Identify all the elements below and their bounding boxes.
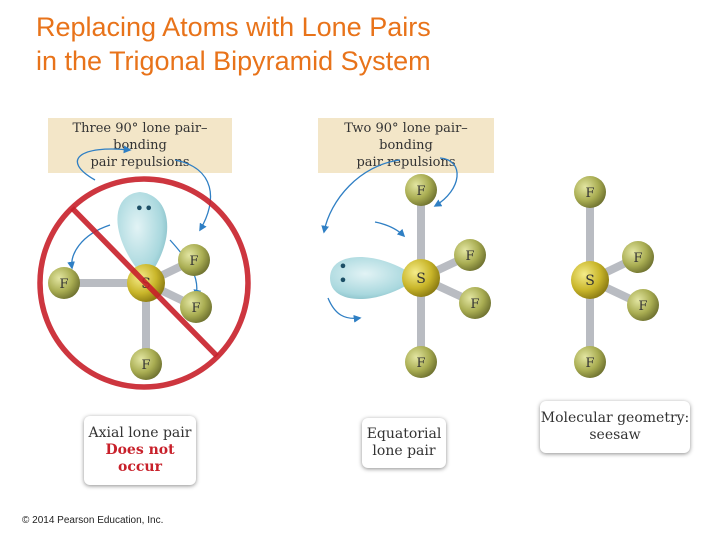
- axial-caption-line-1: Axial lone pair: [88, 425, 192, 441]
- fluorine-atom: [459, 287, 491, 319]
- lone-pair-dots: •: [338, 271, 347, 290]
- sulfur-atom: [571, 261, 609, 299]
- fluorine-atom: [180, 291, 212, 323]
- equatorial-molecule: • • S F F F F: [321, 157, 491, 378]
- fluorine-atom: [622, 241, 654, 273]
- title-line-1: Replacing Atoms with Lone Pairs: [36, 12, 431, 42]
- sulfur-label: S: [585, 273, 595, 289]
- sulfur-label: S: [416, 271, 426, 287]
- repulsion-arrow: [76, 145, 132, 181]
- equatorial-repulsion-tag: Two 90° lone pair–bonding pair repulsion…: [318, 118, 494, 173]
- equatorial-caption-line-1: Equatorial: [366, 426, 442, 442]
- fluorine-label: F: [633, 251, 642, 266]
- sulfur-atom: [402, 259, 440, 297]
- axial-repulsion-tag: Three 90° lone pair–bonding pair repulsi…: [48, 118, 232, 173]
- equatorial-tag-line-2: pair repulsions: [356, 155, 456, 170]
- fluorine-atom: [405, 346, 437, 378]
- equatorial-caption-line-2: lone pair: [372, 443, 436, 459]
- geometry-caption-line-1: Molecular geometry:: [540, 410, 690, 426]
- equatorial-tag-line-1: Two 90° lone pair–bonding: [344, 121, 468, 153]
- does-not-occur-label: Does not occur: [105, 442, 175, 475]
- fluorine-label: F: [638, 299, 647, 314]
- repulsion-arrow: [327, 297, 362, 323]
- fluorine-label: F: [585, 356, 594, 371]
- fluorine-label: F: [189, 254, 198, 269]
- fluorine-label: F: [141, 358, 150, 373]
- title-line-2: in the Trigonal Bipyramid System: [36, 46, 431, 76]
- lone-pair-lobe: [117, 192, 168, 280]
- repulsion-arrow: [433, 157, 458, 207]
- equatorial-caption-card: Equatorial lone pair: [362, 418, 446, 468]
- fluorine-atom: [574, 346, 606, 378]
- axial-tag-line-2: pair repulsions: [90, 155, 190, 170]
- fluorine-atom: [454, 239, 486, 271]
- fluorine-atom: [178, 244, 210, 276]
- slide-title: Replacing Atoms with Lone Pairs in the T…: [36, 10, 696, 78]
- copyright-notice: © 2014 Pearson Education, Inc.: [22, 515, 164, 526]
- fluorine-label: F: [416, 356, 425, 371]
- repulsion-arrow: [374, 221, 406, 238]
- axial-caption-card: Axial lone pair Does not occur: [84, 416, 196, 485]
- fluorine-label: F: [465, 249, 474, 264]
- repulsion-arrow: [174, 159, 212, 232]
- lone-pair-dots: ••: [135, 199, 154, 218]
- fluorine-atom: [574, 176, 606, 208]
- fluorine-label: F: [191, 301, 200, 316]
- fluorine-label: F: [470, 297, 479, 312]
- fluorine-label: F: [585, 186, 594, 201]
- fluorine-label: F: [416, 184, 425, 199]
- prohibition-sign: [37, 176, 251, 390]
- fluorine-label: F: [59, 277, 68, 292]
- fluorine-atom: [627, 289, 659, 321]
- seesaw-molecule: S F F F F: [571, 176, 659, 378]
- geometry-caption-line-2: seesaw: [589, 427, 641, 443]
- fluorine-atom: [130, 348, 162, 380]
- repulsion-arrow: [67, 224, 111, 270]
- repulsion-arrow: [321, 159, 401, 234]
- lone-pair-lobe: [330, 257, 418, 299]
- fluorine-atom: [405, 174, 437, 206]
- fluorine-atom: [48, 267, 80, 299]
- geometry-caption-card: Molecular geometry: seesaw: [540, 401, 690, 453]
- lone-pair-dots: •: [338, 257, 347, 276]
